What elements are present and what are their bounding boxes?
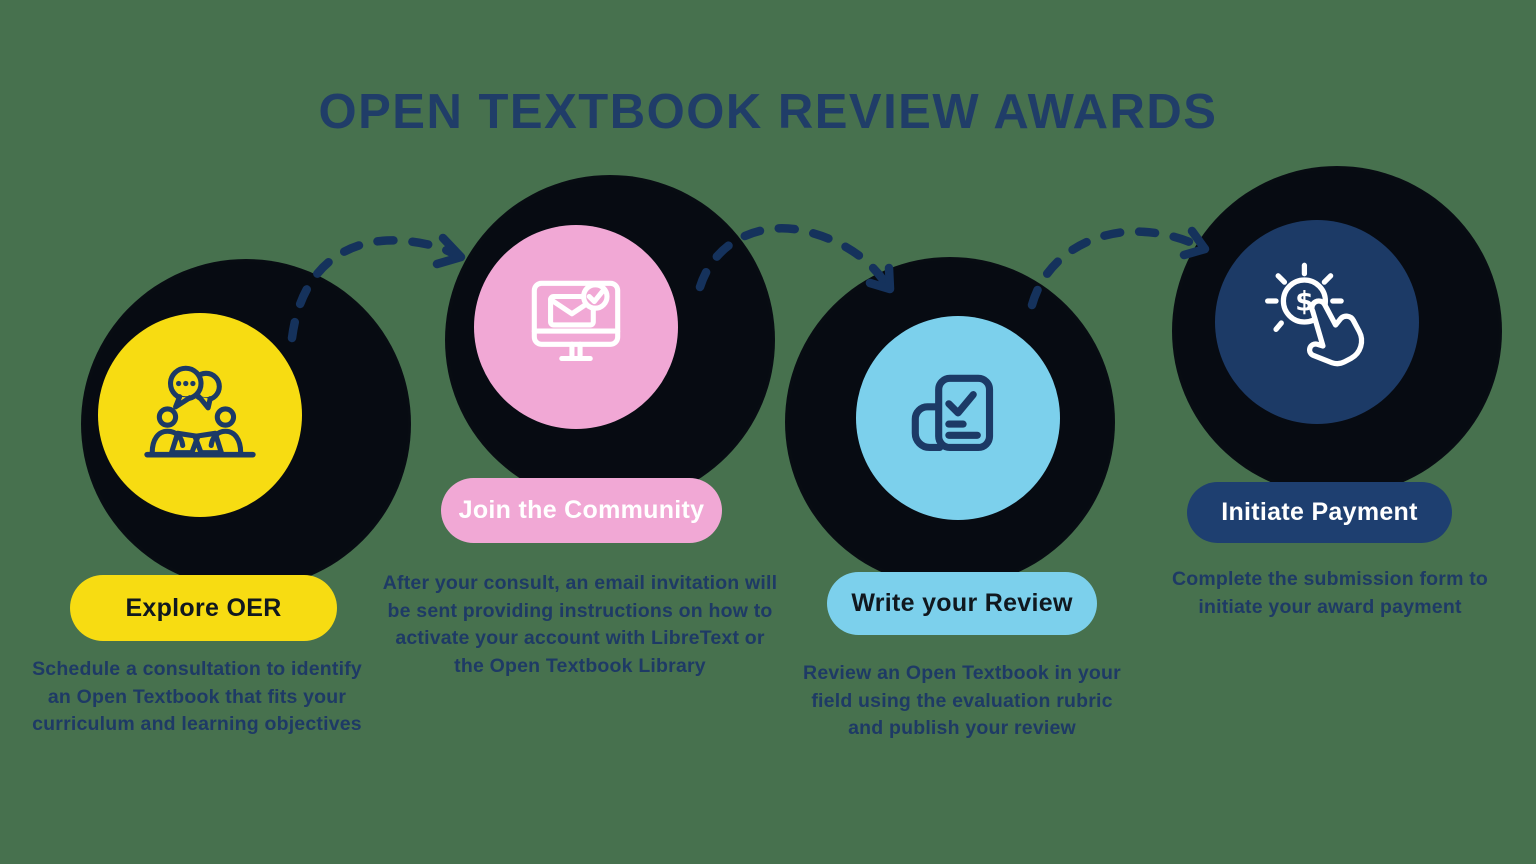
dollar-coin-click-hand-icon: $ <box>1265 262 1365 367</box>
step2-icon-circle <box>474 225 678 429</box>
step3-label-pill: Write your Review <box>827 572 1097 635</box>
page-title: OPEN TEXTBOOK REVIEW AWARDS <box>318 85 1218 139</box>
step4-icon-circle: $ <box>1215 220 1419 424</box>
step4-description: Complete the submission form to initiate… <box>1171 568 1489 618</box>
step2-label-pill: Join the Community <box>441 478 722 543</box>
monitor-email-check-icon <box>531 280 621 362</box>
step1-description: Schedule a consultation to identify an O… <box>32 658 362 736</box>
review-document-checklist-icon <box>911 374 994 452</box>
step1-icon-circle <box>98 313 302 517</box>
arrow-1-head <box>432 233 466 269</box>
dollar-symbol: $ <box>1295 287 1313 317</box>
step1-label: Explore OER <box>125 593 282 622</box>
step4-label-pill: Initiate Payment <box>1187 482 1452 543</box>
consultation-people-chat-icon <box>144 365 256 458</box>
arrow-3-dashed-arc <box>1027 227 1204 310</box>
step3-description: Review an Open Textbook in your field us… <box>803 662 1121 740</box>
step2-description: After your consult, an email invitation … <box>382 572 778 678</box>
step1-label-pill: Explore OER <box>70 575 337 641</box>
step3-label: Write your Review <box>851 589 1073 617</box>
step2-label: Join the Community <box>458 496 705 524</box>
step3-icon-circle <box>856 316 1060 520</box>
step4-label: Initiate Payment <box>1221 498 1418 526</box>
